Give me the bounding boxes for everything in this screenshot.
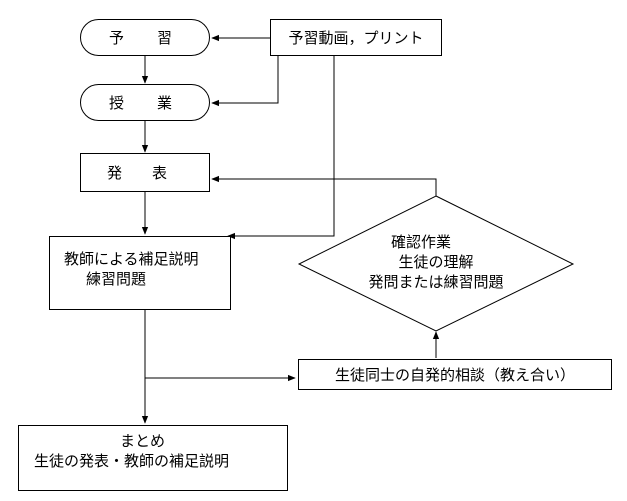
node-teacher: 教師による補足説明 練習問題 [49, 236, 231, 310]
node-materials: 予習動画，プリント [270, 19, 442, 56]
node-teacher-line1: 教師による補足説明 [64, 250, 199, 268]
node-materials-label: 予習動画，プリント [288, 28, 424, 47]
node-jugyo-label: 授 業 [108, 93, 181, 112]
arrow-materials-to-jugyo [211, 56, 279, 107]
check-diamond [297, 195, 575, 332]
node-peer: 生徒同士の自発的相談（教え合い） [298, 359, 612, 390]
node-teacher-line2: 練習問題 [86, 270, 147, 288]
node-peer-label: 生徒同士の自発的相談（教え合い） [334, 365, 575, 384]
node-summary: まとめ 生徒の発表・教師の補足説明 [18, 425, 288, 491]
node-yoshu: 予 習 [80, 19, 210, 56]
arrow-check-to-happyo [211, 175, 437, 196]
node-summary-line2: 生徒の発表・教師の補足説明 [34, 452, 230, 470]
node-check-line1: 確認作業 [390, 233, 451, 251]
node-jugyo: 授 業 [80, 84, 210, 121]
node-yoshu-label: 予 習 [108, 28, 181, 47]
node-check-line2: 生徒の理解 [398, 253, 474, 271]
node-check-line3: 発問または練習問題 [368, 273, 504, 291]
node-happyo: 発 表 [80, 153, 210, 192]
node-check-text: 確認作業 生徒の理解 発問または練習問題 [336, 232, 536, 292]
arrow-materials-to-teacher [227, 56, 335, 240]
node-happyo-label: 発 表 [107, 163, 175, 182]
node-summary-line1: まとめ [120, 432, 166, 450]
